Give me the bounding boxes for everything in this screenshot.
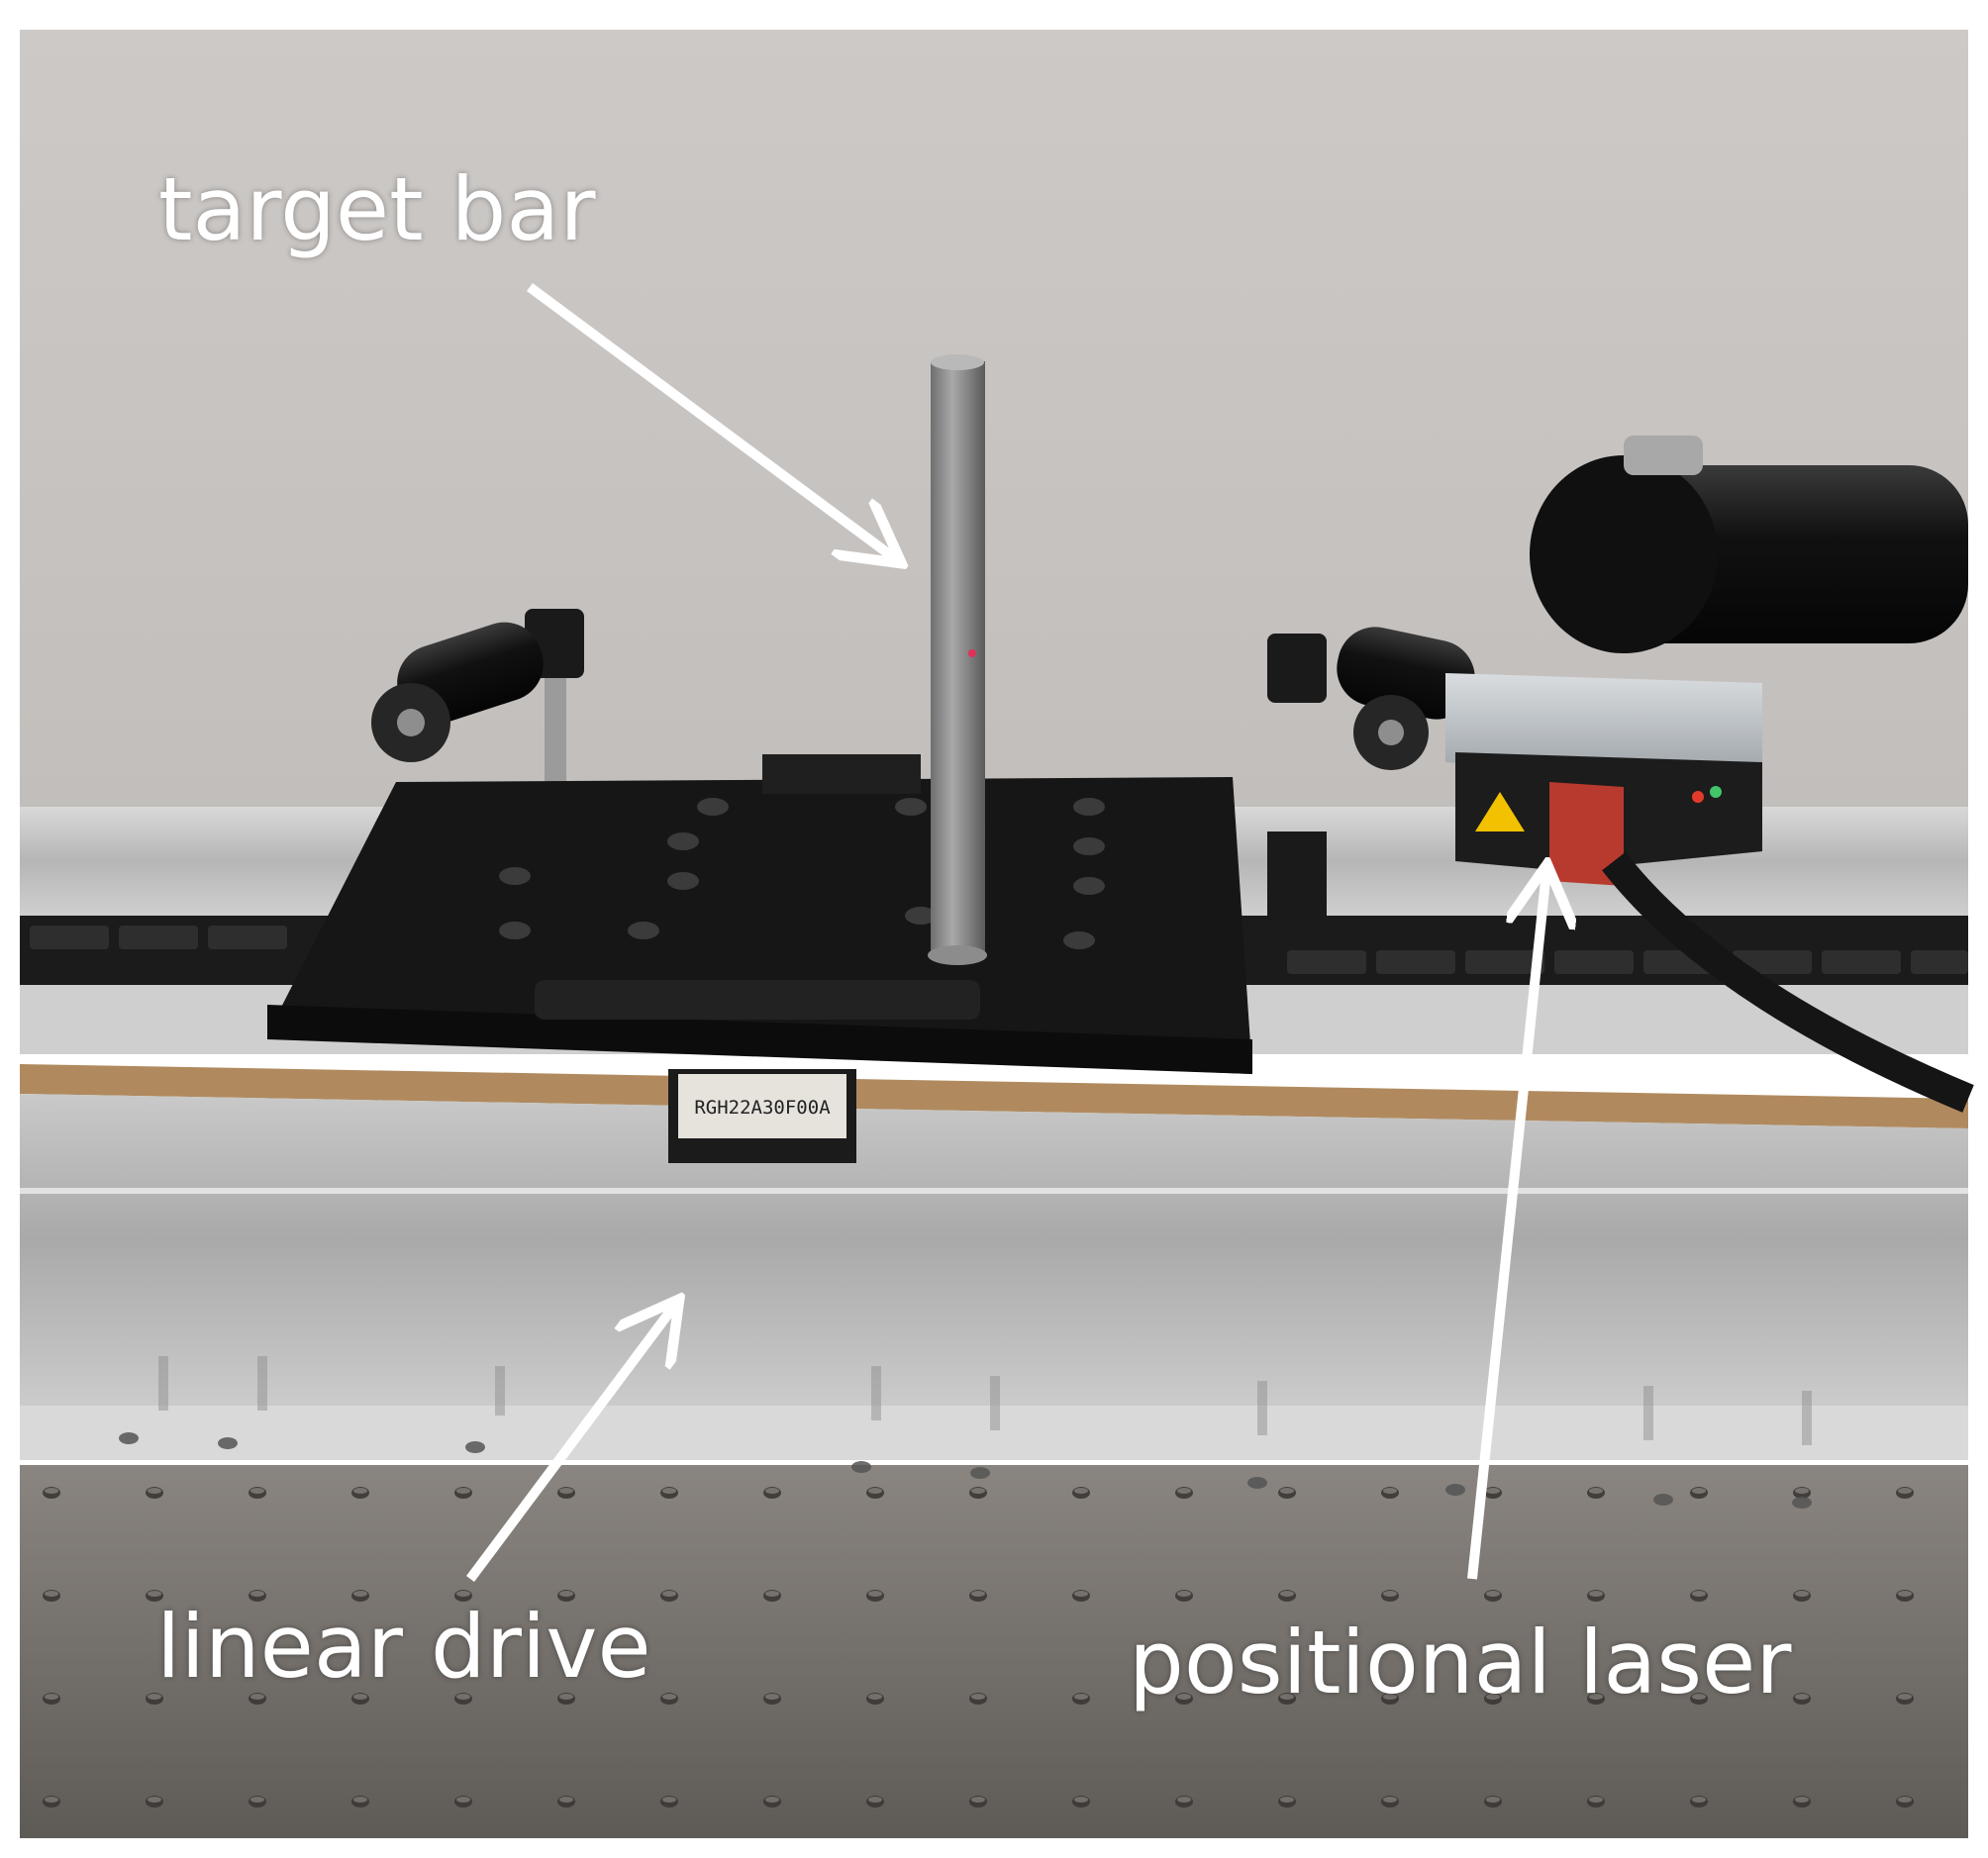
label-linear-drive: linear drive [156, 1596, 651, 1698]
stage-plate [267, 754, 1252, 1074]
left-roller-mount [371, 609, 584, 792]
linear-drive-rail [20, 1094, 1968, 1455]
annotation-arrows [465, 282, 1546, 1582]
target-bar [928, 354, 987, 965]
encoder-read-head: RGH22A30F00A [668, 1069, 856, 1163]
wood-strip [20, 1064, 1968, 1128]
label-target-bar: target bar [158, 158, 596, 260]
positional-laser-unit [1445, 436, 1974, 1113]
arrow-positional-laser [1467, 871, 1546, 1580]
label-positional-laser: positional laser [1129, 1612, 1792, 1713]
laser-spot [968, 649, 976, 657]
right-roller-mount [1267, 627, 1475, 921]
arrow-linear-drive [465, 1305, 675, 1582]
encoder-label: RGH22A30F00A [694, 1097, 831, 1119]
arrow-target-bar [527, 282, 896, 559]
